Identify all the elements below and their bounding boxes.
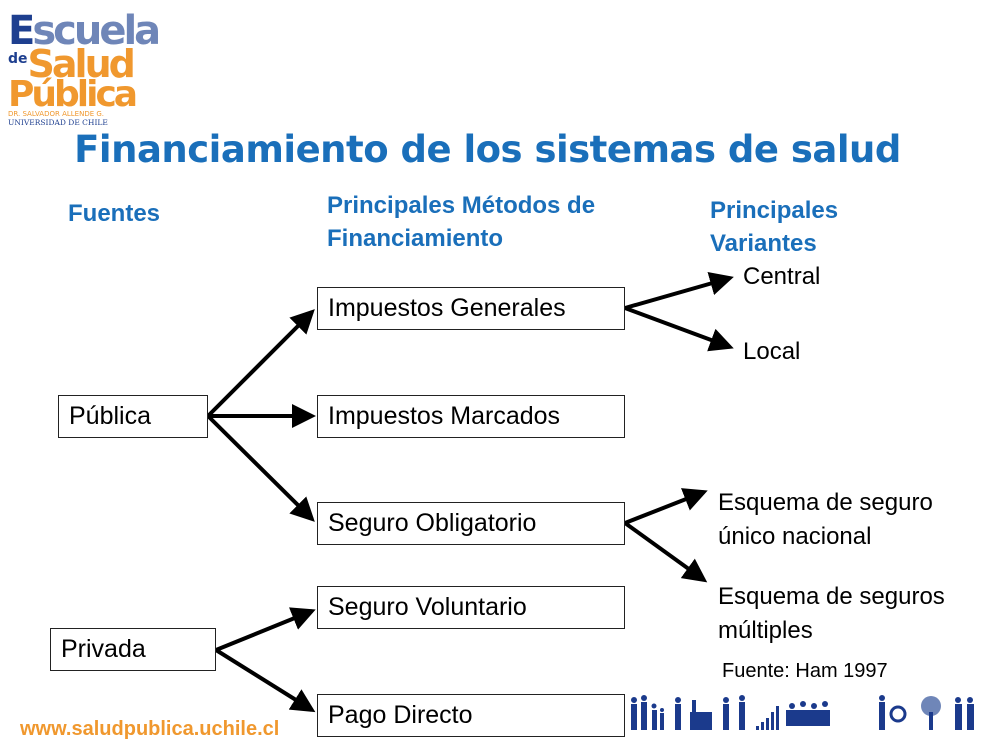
woman-icon [879,695,885,730]
arrow-generales-central [624,271,734,310]
growth-chart-icon [756,706,779,730]
method-seguro-obligatorio: Seguro Obligatorio [317,502,625,545]
arrow-obligatorio-unico [624,488,708,525]
factory-icon [690,700,712,730]
method-seguro-voluntario: Seguro Voluntario [317,586,625,629]
meeting-icon [786,701,830,726]
variant-local: Local [743,338,801,365]
escuela-salud-publica-logo: Escuela deSalud Pública DR. SALVADOR ALL… [8,8,161,127]
arrow-obligatorio-multiples [623,521,708,583]
slide-title: Financiamiento de los sistemas de salud [74,128,901,171]
header-methods: Principales Métodos de Financiamiento [327,189,595,255]
arrow-publica-seguro-obligatorio [206,414,315,522]
arrow-generales-local [624,306,734,352]
header-methods-line1: Principales Métodos de [327,192,596,219]
arrow-privada-pago-directo [214,648,316,713]
header-methods-line2: Financiamiento [327,225,504,252]
header-variants-line1: Principales [710,197,839,224]
method-pago-directo: Pago Directo [317,694,625,737]
worker-icons [723,695,745,730]
footer-people-icons [631,695,974,730]
ring-icon [889,705,907,723]
elderly-couple-icon [955,697,974,730]
source-publica: Pública [58,395,208,438]
header-variants: Principales Variantes [710,194,838,260]
variant-central: Central [743,263,821,290]
source-privada: Privada [50,628,216,671]
family-icon [631,695,664,730]
method-impuestos-marcados: Impuestos Marcados [317,395,625,438]
arrow-publica-impuestos-generales [206,309,315,418]
tree-icon [921,696,941,730]
arrow-privada-seguro-voluntario [215,607,316,652]
citation: Fuente: Ham 1997 [722,660,888,682]
person-icon [675,697,681,730]
footer-url-link[interactable]: www.saludpublica.uchile.cl [20,718,280,740]
header-variants-line2: Variantes [710,230,817,257]
header-sources: Fuentes [68,200,161,227]
method-impuestos-generales: Impuestos Generales [317,287,625,330]
